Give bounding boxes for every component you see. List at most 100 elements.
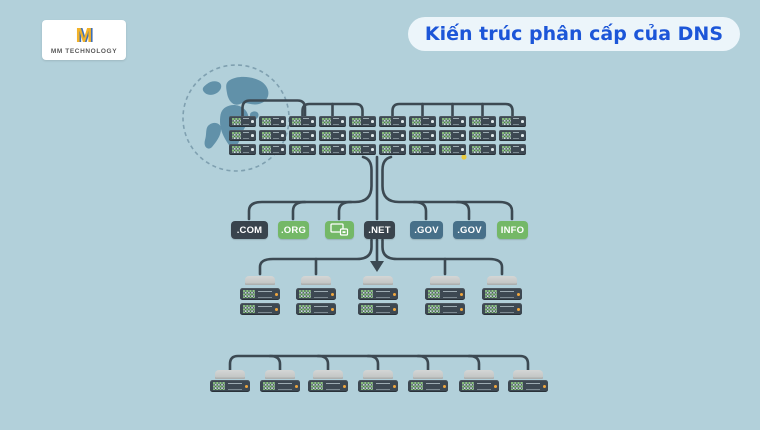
drive-slots [302,132,309,139]
power-led [340,134,344,137]
drive-slots [512,118,519,125]
server-unit [469,144,496,155]
drive-slots [375,382,390,390]
power-led [310,134,314,137]
led-panel [212,382,225,390]
tld-node-gov: .GOV [453,221,486,239]
power-led [250,120,254,123]
led-panel [501,118,511,125]
server-unit [379,130,406,141]
leaf-server [260,370,300,392]
power-led [516,292,520,296]
leaf-server [358,370,398,392]
led-panel [291,132,301,139]
drive-slots [362,132,369,139]
led-panel [261,146,271,153]
led-panel [321,118,331,125]
led-panel [427,290,440,298]
power-led [442,384,446,388]
server-unit [229,116,256,127]
tld-node-devices [325,221,354,239]
drive-slots [272,132,279,139]
server-unit [459,380,499,392]
led-panel [501,146,511,153]
drive-slots [332,146,339,153]
leaf-server [210,370,250,392]
server-top [313,370,343,379]
server-unit [229,130,256,141]
power-led [520,148,524,151]
server-unit [469,116,496,127]
drive-slots [362,146,369,153]
led-panel [242,290,255,298]
power-led [490,120,494,123]
logo-card: M M MM TECHNOLOGY [42,20,126,60]
drive-slots [257,290,272,298]
power-led [493,384,497,388]
led-panel [410,382,423,390]
server-unit [439,116,466,127]
server-unit [409,116,436,127]
power-led [400,148,404,151]
server-top [363,276,393,285]
led-panel [360,305,373,313]
server-unit [499,130,526,141]
power-led [520,120,524,123]
server-unit [408,380,448,392]
server-unit [260,380,300,392]
drive-slots [392,118,399,125]
led-panel [310,382,323,390]
power-led [542,384,546,388]
led-panel [510,382,523,390]
led-panel [427,305,440,313]
tld-label: .GOV [414,224,439,236]
led-panel [381,132,391,139]
led-panel [411,146,421,153]
led-panel [351,132,361,139]
server-top [363,370,393,379]
led-panel [360,382,373,390]
led-panel [501,132,511,139]
power-led [392,307,396,311]
server-unit [439,144,466,155]
led-panel [381,118,391,125]
server-top [487,276,517,285]
devices-icon [330,223,349,236]
power-led [460,148,464,151]
tld-node-gov: .GOV [410,221,443,239]
server-top [215,370,245,379]
server-top [464,370,494,379]
server-unit [296,288,336,300]
led-panel [231,132,241,139]
server-unit [409,130,436,141]
drive-slots [242,118,249,125]
led-panel [471,132,481,139]
power-led [520,134,524,137]
power-led [370,120,374,123]
tld-label: .NET [368,224,391,236]
led-panel [351,146,361,153]
tld-node-com: .COM [231,221,268,239]
drive-slots [499,290,514,298]
led-panel [484,290,497,298]
drive-slots [313,290,328,298]
led-panel [231,146,241,153]
power-led [310,148,314,151]
server-unit [358,303,398,315]
server-unit [379,144,406,155]
server-unit [425,303,465,315]
led-panel [471,146,481,153]
server-stack [240,276,280,315]
led-panel [484,305,497,313]
power-led [392,292,396,296]
drive-slots [422,118,429,125]
power-led [392,384,396,388]
server-unit [240,288,280,300]
tld-label: INFO [500,224,525,236]
drive-slots [425,382,440,390]
led-panel [321,146,331,153]
tld-node-org: .ORG [278,221,309,239]
drive-slots [332,118,339,125]
leaf-server [508,370,548,392]
